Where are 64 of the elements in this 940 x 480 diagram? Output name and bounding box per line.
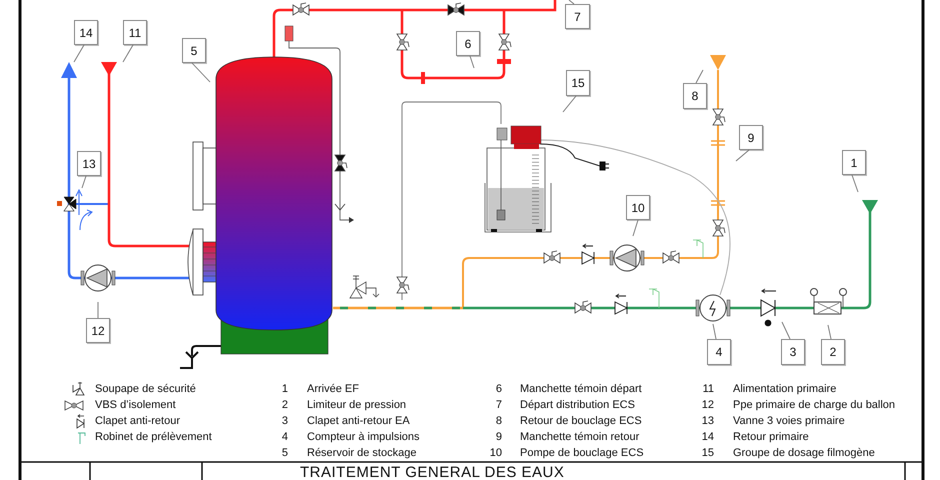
leader-line [632,220,638,236]
leader-line [828,324,832,340]
item-description: Clapet anti-retour EA [307,415,410,427]
legend-text: Clapet anti-retour [95,415,180,427]
item-description: Départ distribution ECS [520,399,635,411]
title-block-heading: TRAITEMENT GENERAL DES EAUX [300,464,564,480]
item-description: Ppe primaire de charge du ballon [733,399,896,411]
item-description: Groupe de dosage filmogène [733,447,875,459]
leader-line [470,56,474,68]
leader-line [562,96,576,112]
leader-line [852,174,858,192]
item-number: 11 [702,383,714,395]
item-number: 7 [494,399,502,411]
callout-number: 7 [565,4,590,29]
callout-number: 8 [683,83,707,109]
item-description: Manchette témoin départ [520,383,642,395]
callout-number: 1 [842,150,866,175]
item-description: Arrivée EF [307,383,359,395]
callout-number: 13 [77,151,101,176]
item-number: 3 [280,415,288,427]
item-description: Retour de bouclage ECS [520,415,642,427]
item-description: Limiteur de pression [307,399,406,411]
leader-line [74,44,84,62]
callout-number: 10 [626,195,650,220]
item-description: Pompe de bouclage ECS [520,447,644,459]
item-description: Alimentation primaire [733,383,836,395]
item-number: 14 [700,431,714,443]
callout-number: 14 [74,20,98,45]
callout-number: 6 [456,31,480,56]
item-number: 9 [494,431,502,443]
callout-number: 4 [707,339,731,365]
leader-line [736,150,750,162]
item-number: 5 [280,447,288,459]
item-number: 13 [700,415,714,427]
callout-number: 15 [566,70,590,96]
callout-number: 5 [182,38,206,63]
item-number: 1 [280,383,288,395]
item-description: Retour primaire [733,431,809,443]
item-number: 4 [280,431,288,443]
item-description: Compteur à impulsions [307,431,420,443]
item-number: 8 [494,415,502,427]
leader-line [192,62,210,82]
leader-line [568,0,574,4]
callout-number: 11 [123,20,147,45]
item-number: 10 [488,447,502,459]
item-number: 2 [280,399,288,411]
callout-number: 9 [739,125,763,150]
legend-text: Soupape de sécurité [95,383,196,395]
item-number: 15 [700,447,714,459]
leader-line [696,70,704,84]
item-description: Vanne 3 voies primaire [733,415,845,427]
legend-text: Robinet de prélèvement [95,431,212,443]
item-number: 6 [494,383,502,395]
leader-line [122,44,134,62]
legend-text: VBS d’isolement [95,399,176,411]
item-description: Réservoir de stockage [307,447,416,459]
item-description: Manchette témoin retour [520,431,640,443]
leader-line [82,176,86,188]
item-number: 12 [700,399,714,411]
callout-number: 12 [86,318,110,343]
leader-line [782,322,790,340]
callout-number: 2 [821,339,845,365]
leader-line [712,324,716,340]
callout-number: 3 [781,339,805,365]
